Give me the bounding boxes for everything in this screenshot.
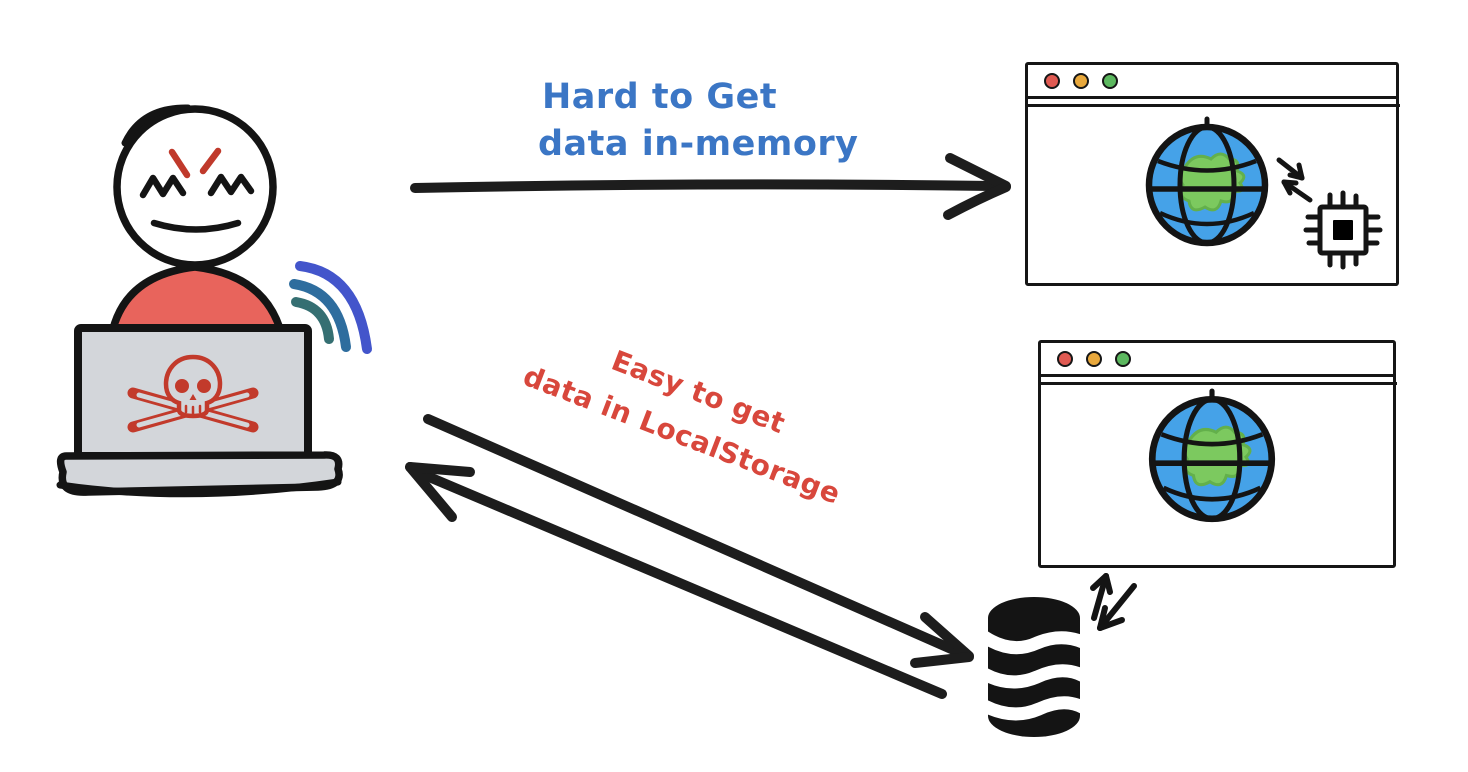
angry-hacker-at-laptop-icon bbox=[56, 104, 372, 498]
wifi-signal-icon bbox=[289, 261, 372, 354]
anger-marks bbox=[168, 147, 222, 179]
sketch-stroke bbox=[121, 104, 192, 147]
database-cylinder-icon bbox=[988, 597, 1080, 737]
cpu-chip-icon bbox=[1303, 190, 1383, 270]
exchange-arrows-icon bbox=[1276, 157, 1313, 203]
label-in-memory-line2: data in-memory bbox=[538, 124, 859, 164]
arrow-to-database-shaft bbox=[423, 414, 970, 660]
globe-icon bbox=[1145, 116, 1269, 247]
browser-window-localstorage bbox=[1038, 340, 1397, 568]
browser-titlebar bbox=[1041, 343, 1393, 377]
browser-titlebar bbox=[1028, 65, 1396, 99]
minimize-button-dot bbox=[1086, 350, 1102, 367]
maximize-button-dot bbox=[1102, 72, 1118, 89]
maximize-button-dot bbox=[1115, 350, 1131, 367]
arrow-hacker-to-browser bbox=[410, 153, 1011, 220]
skull-crossbones-icon bbox=[127, 354, 259, 433]
left-eye bbox=[139, 174, 187, 199]
titlebar-sketch-line bbox=[1026, 104, 1400, 107]
label-in-memory: Hard to Get data in-memory bbox=[508, 74, 882, 168]
globe-icon bbox=[1148, 388, 1276, 523]
close-button-dot bbox=[1057, 350, 1073, 367]
arrows-database-to-hacker bbox=[405, 414, 974, 699]
arrow-to-hacker-shaft bbox=[410, 466, 947, 699]
browser-window-in-memory bbox=[1025, 62, 1400, 286]
frown-mouth bbox=[150, 219, 242, 233]
label-in-memory-line1: Hard to Get bbox=[542, 77, 778, 117]
titlebar-sketch-line bbox=[1039, 382, 1397, 385]
minimize-button-dot bbox=[1073, 72, 1089, 89]
exchange-arrows-icon bbox=[1090, 573, 1137, 631]
right-eye bbox=[207, 173, 255, 197]
sketch-stroke bbox=[56, 478, 342, 498]
close-button-dot bbox=[1044, 72, 1060, 89]
